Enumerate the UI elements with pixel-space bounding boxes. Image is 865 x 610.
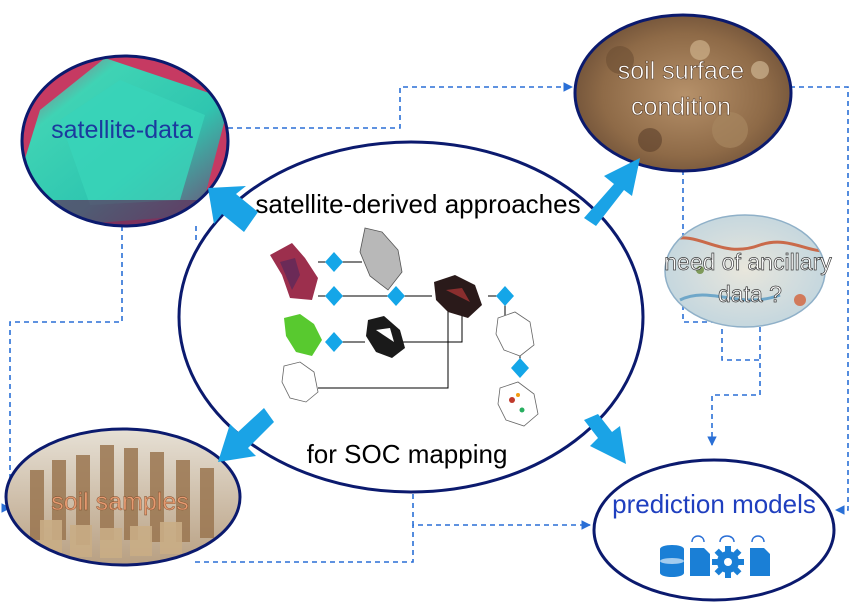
satellite-data-node: satellite-data: [20, 54, 230, 228]
mini-map-outline-right: [495, 311, 535, 357]
ancillary-data-node: need of ancillary data ?: [664, 214, 833, 328]
mini-map-gray: [359, 227, 403, 291]
flow-diamonds: [325, 252, 529, 378]
gear-icon: [712, 535, 744, 578]
diamond-5: [496, 286, 514, 306]
diamond-6: [511, 358, 529, 378]
diamond-2: [325, 286, 343, 306]
ancillary-label-line1: need of ancillary: [664, 249, 832, 275]
connector-samples-bottom: [195, 525, 414, 563]
ancillary-label-line2: data ?: [718, 281, 782, 307]
diamond-3: [387, 286, 405, 306]
connector-satellite-to-samples: [5, 226, 123, 509]
prediction-models-label: prediction models: [612, 489, 816, 519]
diamond-1: [325, 252, 343, 272]
mini-map-red: [270, 243, 318, 300]
document-icon: [690, 535, 710, 576]
arrow-to-soil-samples: [218, 408, 274, 462]
mini-map-dark: [434, 275, 482, 318]
soil-samples-label: soil samples: [51, 488, 189, 516]
central-approaches-node: satellite-derived approaches for SOC map…: [177, 140, 645, 494]
center-title-top: satellite-derived approaches: [255, 189, 580, 219]
soil-samples-node: soil samples: [4, 427, 242, 567]
arrow-to-prediction: [584, 414, 626, 464]
arrow-to-soil-surface: [584, 158, 640, 226]
prediction-models-node: prediction models: [592, 458, 836, 602]
connector-ancillary-to-prediction: [707, 327, 761, 446]
database-icon: [660, 545, 684, 577]
soil-surface-node: soil surface condition: [573, 13, 793, 173]
mini-map-final: [497, 381, 539, 427]
mini-map-black-white: [366, 316, 405, 358]
block-arrows: [208, 158, 640, 464]
connector-soil-surface-to-prediction: [790, 86, 849, 515]
diamond-4: [325, 332, 343, 352]
arrow-to-satellite: [208, 186, 258, 232]
center-title-bottom: for SOC mapping: [307, 439, 508, 469]
connector-satellite-to-soil-surface: [228, 82, 573, 129]
satellite-data-label: satellite-data: [51, 116, 193, 144]
soil-surface-label-line1: soil surface: [618, 57, 744, 85]
mini-map-outline-left: [281, 361, 319, 403]
soil-surface-label-line2: condition: [631, 93, 731, 121]
mini-map-green: [284, 314, 322, 356]
document-icon: [750, 535, 770, 576]
